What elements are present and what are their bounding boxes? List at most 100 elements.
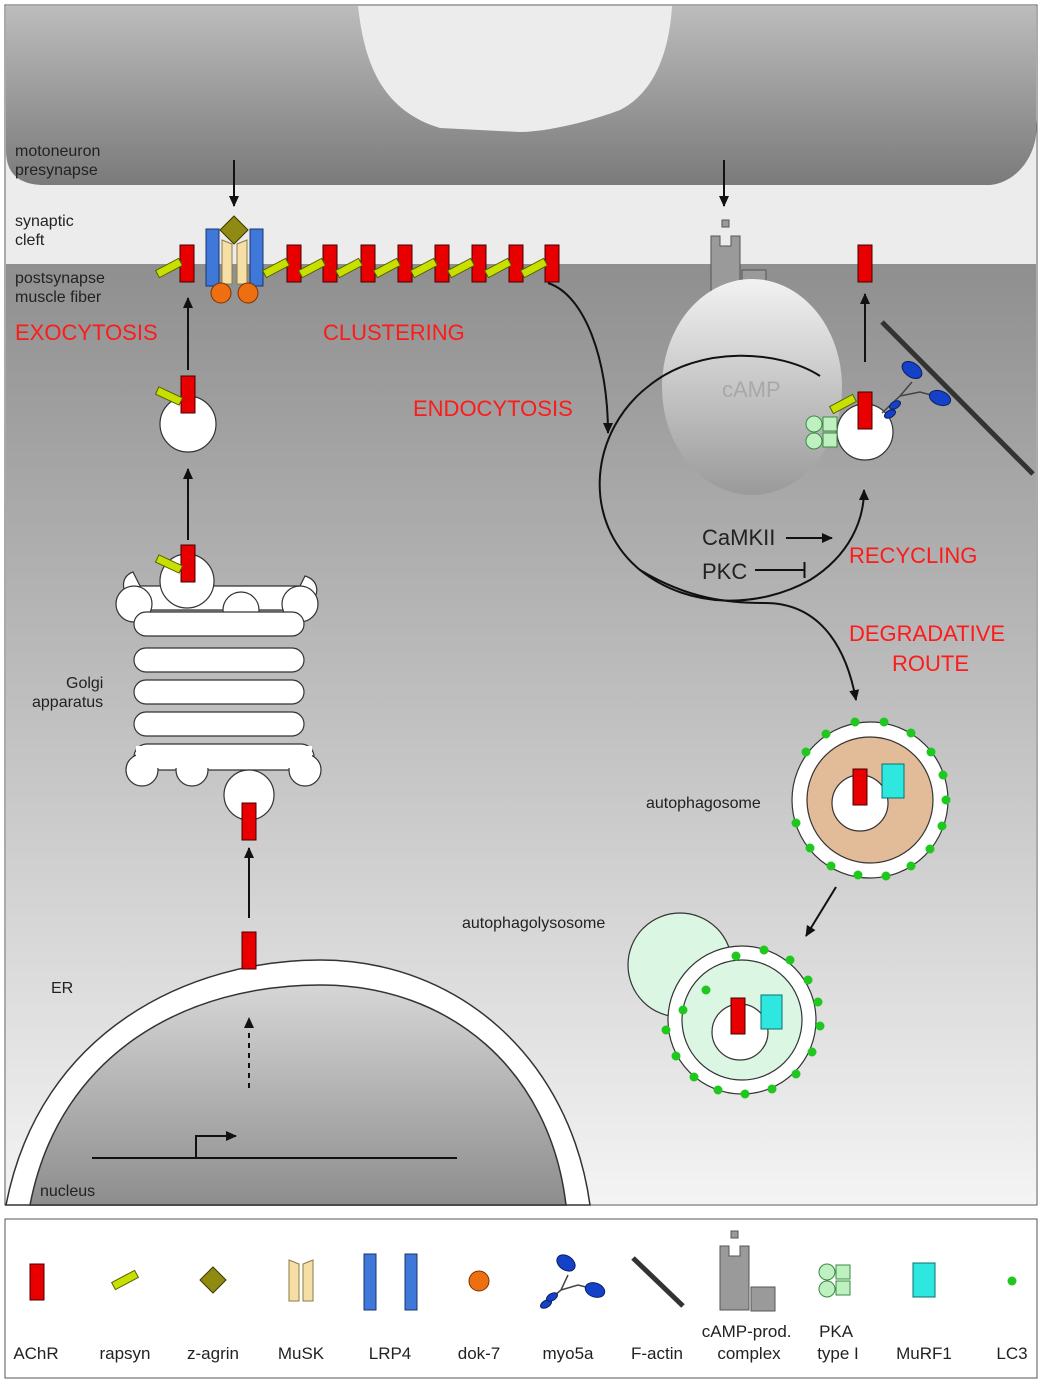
postsynapse-label: postsynapse muscle fiber: [15, 270, 109, 306]
legend-achr-symbol: [29, 1263, 45, 1301]
lc3-al-6: [713, 1085, 723, 1095]
legend-myo5a-foot2: [546, 1292, 558, 1302]
legend-dok7-symbol: [468, 1270, 490, 1292]
rapsyn-cluster-5: [409, 257, 439, 279]
exocytosis-label: EXOCYTOSIS: [15, 320, 158, 345]
camp-ligand: [721, 219, 730, 228]
pka-recycling-square-top: [822, 416, 838, 432]
legend-musk-label: MuSK: [278, 1344, 325, 1363]
lc3-ap-11: [821, 729, 831, 739]
rapsyn-golgi-exit: [154, 554, 184, 574]
rapsyn-cluster: [261, 257, 549, 279]
lc3-al-1: [815, 1021, 825, 1031]
dok7-left: [210, 282, 232, 304]
degradative-label-line1: DEGRADATIVE: [849, 621, 1005, 646]
legend-camp-label: cAMP-prod. complex: [702, 1322, 796, 1363]
legend-camp-receptor: [719, 1245, 750, 1311]
myo5a-recycling: [881, 360, 952, 419]
lc3-ap-9: [791, 818, 801, 828]
golgi-label-line2: apparatus: [32, 694, 103, 711]
lc3-al-5: [740, 1089, 750, 1099]
rapsyn-cluster-4: [372, 257, 402, 279]
lc3-al-16: [701, 985, 711, 995]
lc3-al-15: [731, 951, 741, 961]
legend-pka-symbol: [818, 1263, 851, 1298]
legend-achr-label: AChR: [13, 1344, 58, 1363]
achr-cluster-2: [322, 244, 338, 283]
legend-pka-circle-top: [818, 1263, 836, 1281]
presynapse-label: motoneuron presynapse: [15, 143, 105, 179]
legend-lrp4-right: [404, 1253, 418, 1311]
golgi-cisterna-4: [133, 711, 305, 737]
lc3-al-11: [759, 945, 769, 955]
legend-lc3-label: LC3: [996, 1344, 1027, 1363]
er-label: ER: [51, 980, 73, 997]
golgi-label-line1: Golgi: [66, 675, 103, 692]
legend-myo5a-head1: [556, 1254, 576, 1272]
legend-camp-label-line2: complex: [717, 1344, 781, 1363]
motoneuron-presynapse: [6, 6, 1037, 185]
legend-musk-left: [288, 1259, 300, 1302]
myo5a-recycling-foot1: [884, 409, 896, 419]
nucleus-label: nucleus: [40, 1183, 95, 1200]
endocytosis-label: ENDOCYTOSIS: [413, 396, 573, 421]
legend-camp-ligand: [730, 1230, 739, 1239]
pka-recycling-circle-top: [805, 415, 823, 433]
camp-label: cAMP: [722, 377, 781, 402]
cleft-label-line1: synaptic: [15, 213, 74, 230]
legend-rapsyn-symbol: [110, 1269, 140, 1291]
fusion-arrow: [805, 886, 837, 937]
legend-dok7-label: dok-7: [458, 1344, 501, 1363]
presynapse-label-line1: motoneuron: [15, 143, 100, 160]
legend-murf1-label: MuRF1: [896, 1344, 952, 1363]
achr-recycled: [857, 244, 873, 283]
lc3-ap-3: [925, 844, 935, 854]
lrp4-right: [249, 228, 264, 287]
murf1-autophagolysosome: [760, 994, 783, 1030]
postsynapse-label-line1: postsynapse: [15, 270, 105, 287]
legend-myo5a-label: myo5a: [542, 1344, 594, 1363]
musk-left: [221, 239, 233, 285]
pkc-label: PKC: [702, 559, 747, 584]
legend-pka-square-bottom: [835, 1280, 851, 1296]
lc3-al-4: [767, 1084, 777, 1094]
lc3-ap-10: [801, 747, 811, 757]
myo5a-recycling-head1: [901, 360, 923, 380]
rapsyn-cluster-3: [334, 257, 364, 279]
legend-factin-label: F-actin: [631, 1344, 683, 1363]
legend-lrp4-left: [363, 1253, 377, 1311]
rapsyn-cluster-7: [483, 257, 513, 279]
lc3-ap-2: [937, 821, 947, 831]
rapsyn-cluster-2: [297, 257, 327, 279]
lc3-ap-5: [881, 871, 891, 881]
legend-pka-label: PKA type I: [817, 1322, 859, 1363]
musk-right: [236, 239, 248, 285]
degradative-label: DEGRADATIVE ROUTE: [849, 621, 1011, 676]
legend-pka-circle-bottom: [818, 1280, 836, 1298]
legend-pka-square-top: [835, 1264, 851, 1280]
degradative-label-line2: ROUTE: [892, 651, 969, 676]
lc3-ap-7: [826, 861, 836, 871]
achr-cluster-5: [434, 244, 450, 283]
achr-transport: [180, 375, 196, 414]
lc3-autophagolysosome: [661, 945, 825, 1099]
recycling-label: RECYCLING: [849, 543, 977, 568]
legend-pka-label-line1: PKA: [819, 1322, 854, 1341]
autophagosome-label: autophagosome: [646, 795, 761, 812]
lrp4-left: [205, 228, 220, 287]
transcription-start-arrow: [195, 1131, 237, 1158]
lc3-ap-15: [926, 747, 936, 757]
achr-autophagosome: [852, 768, 868, 806]
rapsyn-cluster-6: [446, 257, 476, 279]
presynapse-label-line2: presynapse: [15, 162, 98, 179]
lc3-al-2: [807, 1047, 817, 1057]
nucleus: [29, 984, 567, 1206]
achr-cluster-8: [544, 244, 560, 283]
legend-panel: [4, 1218, 1038, 1379]
murf1-autophagosome: [881, 763, 905, 799]
legend-zagrin-symbol: [199, 1266, 227, 1294]
achr-er: [241, 931, 257, 970]
rapsyn-cluster-8: [519, 257, 549, 279]
legend-rapsyn-label: rapsyn: [99, 1344, 150, 1363]
legend-murf1-symbol: [912, 1262, 936, 1298]
